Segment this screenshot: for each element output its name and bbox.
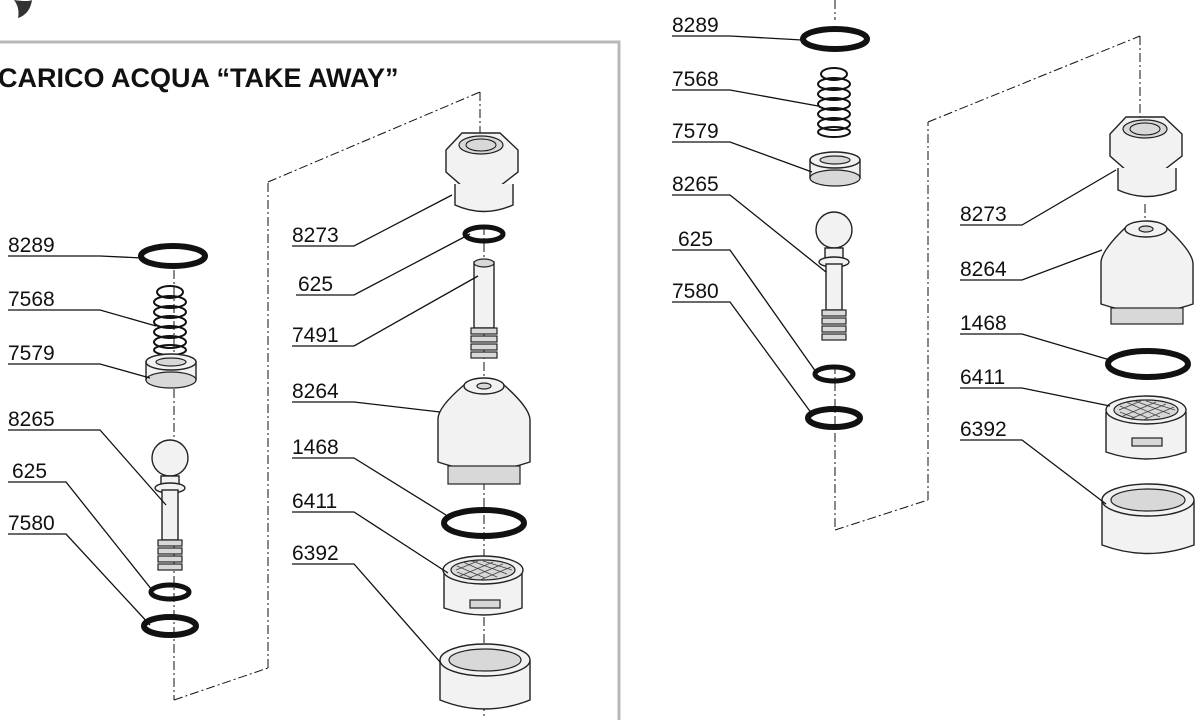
label-part-number: 1468 — [292, 436, 339, 459]
left-leader-lines — [8, 194, 479, 663]
label-part-number: 1468 — [960, 312, 1007, 335]
right-labels-col1: 8289 7568 7579 8265 625 7580 — [672, 14, 719, 303]
label-part-number: 8265 — [672, 173, 719, 196]
part-8264-dome-body — [437, 377, 531, 485]
part-7568-spring-r — [817, 67, 851, 138]
label-part-number: 8264 — [960, 258, 1007, 281]
part-6392-cap — [439, 643, 531, 710]
label-part-number: 7579 — [672, 120, 719, 143]
left-labels-col2: 8273 625 7491 8264 1468 6411 6392 — [292, 224, 339, 565]
label-part-number: 625 — [678, 228, 713, 251]
part-6392-cap-r — [1101, 483, 1195, 555]
part-8289-oring — [138, 243, 208, 269]
part-7580-oring-r — [805, 406, 863, 430]
label-part-number: 625 — [12, 460, 47, 483]
part-7580-oring — [141, 614, 199, 638]
logo-fragment — [14, 0, 32, 18]
part-8289-oring-r — [800, 26, 870, 52]
label-part-number: 7579 — [8, 342, 55, 365]
panel-title: CARICO ACQUA “TAKE AWAY” — [0, 63, 399, 93]
part-625-oring-r — [812, 364, 856, 384]
label-part-number: 625 — [298, 273, 333, 296]
left-assembly-axis — [173, 91, 485, 716]
part-8264-dome-body-r — [1100, 220, 1194, 325]
label-part-number: 8265 — [8, 408, 55, 431]
label-part-number: 7491 — [292, 324, 339, 347]
left-labels-col1: 8289 7568 7579 8265 625 7580 — [8, 234, 55, 535]
label-part-number: 7580 — [672, 280, 719, 303]
right-labels-col2: 8273 8264 1468 6411 6392 — [960, 203, 1007, 441]
label-part-number: 7568 — [672, 68, 719, 91]
part-1468-gasket — [441, 507, 527, 539]
label-part-number: 6392 — [292, 542, 339, 565]
label-part-number: 7580 — [8, 512, 55, 535]
part-8273-hex-nut — [445, 132, 519, 213]
label-part-number: 8273 — [292, 224, 339, 247]
part-6411-aerator-r — [1105, 395, 1187, 460]
right-leader-lines — [672, 35, 1117, 505]
part-8265-valve-stem-r — [815, 211, 853, 341]
label-part-number: 8273 — [960, 203, 1007, 226]
label-part-number: 8264 — [292, 380, 339, 403]
label-part-number: 7568 — [8, 288, 55, 311]
label-part-number: 8289 — [672, 14, 719, 37]
part-7579-bushing — [145, 353, 197, 389]
part-1468-gasket-r — [1105, 348, 1191, 380]
part-7568-spring — [153, 285, 187, 356]
label-part-number: 6411 — [292, 490, 337, 513]
panel-frame — [0, 40, 621, 720]
part-7491-nozzle — [470, 258, 498, 359]
label-part-number: 6392 — [960, 418, 1007, 441]
part-8273-hex-nut-r — [1109, 116, 1183, 198]
part-8265-valve-stem — [151, 439, 189, 571]
part-625-oring — [148, 582, 192, 602]
right-assembly-axis — [834, 0, 1146, 531]
label-part-number: 8289 — [8, 234, 55, 257]
part-6411-aerator — [442, 555, 524, 616]
label-part-number: 6411 — [960, 366, 1005, 389]
part-625-oring-b — [462, 224, 506, 244]
part-7579-bushing-r — [809, 151, 861, 187]
